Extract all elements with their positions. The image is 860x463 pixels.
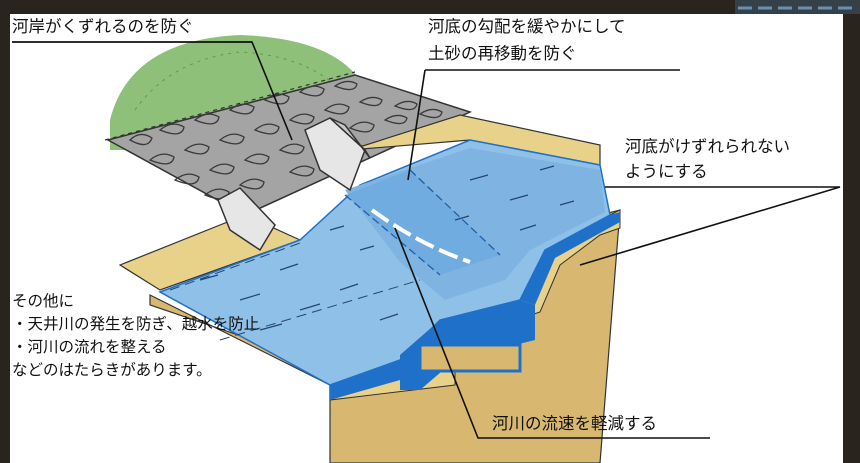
label-bed-line2: ようにする [625, 162, 708, 181]
groundsill-line-2 [409, 169, 501, 256]
label-speed: 河川の流速を軽減する [492, 414, 657, 433]
spur-dike-upper [304, 117, 371, 192]
flow-line-2 [219, 279, 421, 341]
check-dam-opening [418, 343, 522, 373]
label-bank-protection: 河岸がくずれるのを防ぐ [12, 17, 194, 36]
leader-speed [394, 227, 710, 439]
groundsill-band [345, 170, 500, 275]
leader-gradient [407, 69, 426, 181]
spur-dike-lower [217, 187, 276, 252]
water-ripples [199, 165, 575, 331]
note-item-2: ・河川の流れを整える [12, 338, 167, 356]
leader-bed [579, 186, 841, 266]
corner-tile [735, 0, 860, 14]
channel-edge-right [520, 212, 620, 305]
channel-edge-left [330, 360, 400, 400]
note-item-1: ・天井川の発生を防ぎ、越水を防止 [12, 315, 260, 333]
revetment-top-edge [104, 71, 356, 141]
groundsill-line-1 [344, 194, 441, 276]
note-heading: その他に [12, 292, 75, 310]
label-bed-line1: 河底がけずれられない [625, 137, 790, 156]
leader-lines [12, 41, 841, 439]
grass-texture [134, 51, 336, 111]
label-gradient-line2: 土砂の再移動を防ぐ [428, 44, 577, 63]
flow-line-1 [169, 242, 301, 291]
water-foam [370, 208, 471, 264]
note-closing: などのはたらきがあります。 [12, 361, 212, 379]
label-gradient-line1: 河底の勾配を緩やかにして [428, 17, 626, 36]
